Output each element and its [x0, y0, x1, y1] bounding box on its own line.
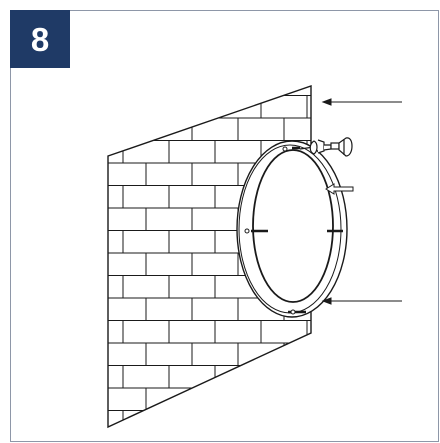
- step-frame: [10, 10, 439, 442]
- push-arrow-icon: [325, 183, 354, 195]
- lamp-diffuser-icon: [252, 149, 334, 303]
- wall-lamp: [236, 140, 348, 318]
- screwdriver-icon: [299, 137, 353, 157]
- arrow-icon: [321, 98, 402, 305]
- screw-icon: [244, 146, 343, 315]
- step-number-badge: 8: [10, 10, 70, 68]
